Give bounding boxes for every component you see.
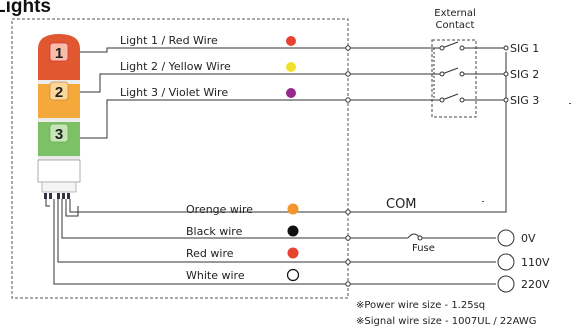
external-contact-box (431, 39, 477, 118)
white-wire-dot (286, 268, 300, 282)
black-wire-dot (287, 225, 299, 237)
sig1-label: SIG 1 (510, 42, 539, 55)
wires (45, 47, 507, 285)
segment-number-3: 3 (55, 126, 63, 143)
segment-number-2: 2 (55, 84, 63, 101)
tower-base (37, 159, 81, 183)
white-wire-label: White wire (186, 269, 245, 282)
com-label: COM (386, 197, 417, 212)
violet-wire-dot (286, 88, 296, 98)
red-wire-dot (286, 36, 296, 46)
terminal-0v-label: 0V (521, 232, 536, 245)
contact-switches (430, 41, 506, 101)
terminal-220v-label: 220V (521, 278, 550, 291)
external-contact-label-1: External (434, 8, 476, 19)
signal-wire-note: ※Signal wire size - 1007UL / 22AWG (356, 316, 537, 327)
segment-number-1: 1 (55, 45, 63, 62)
orange-wire-label: Orenge wire (186, 203, 253, 216)
connector-pins (44, 193, 70, 199)
orange-wire-dot (287, 203, 299, 215)
diagram-title: Lights (0, 0, 51, 17)
terminal-220v (497, 275, 515, 293)
sig2-label: SIG 2 (510, 68, 539, 81)
light-1-label: Light 1 / Red Wire (120, 34, 218, 47)
yellow-wire-dot (286, 62, 296, 72)
tower-light: 1 2 3 (37, 34, 81, 199)
sig3-label: SIG 3 (510, 94, 539, 107)
red-wire-label: Red wire (186, 247, 234, 260)
light-3-label: Light 3 / Violet Wire (120, 86, 228, 99)
black-wire-label: Black wire (186, 225, 243, 238)
power-wire-note: ※Power wire size - 1.25sq (356, 300, 485, 311)
enclosure-boundary (11, 18, 349, 299)
red-power-wire-dot (287, 247, 299, 259)
terminal-0v (497, 229, 515, 247)
terminal-110v (497, 253, 515, 271)
terminal-110v-label: 110V (521, 256, 550, 269)
external-contact-label-2: Contact (436, 20, 475, 31)
fuse-label: Fuse (412, 243, 435, 254)
light-2-label: Light 2 / Yellow Wire (120, 60, 231, 73)
boundary-terminals (345, 45, 351, 287)
